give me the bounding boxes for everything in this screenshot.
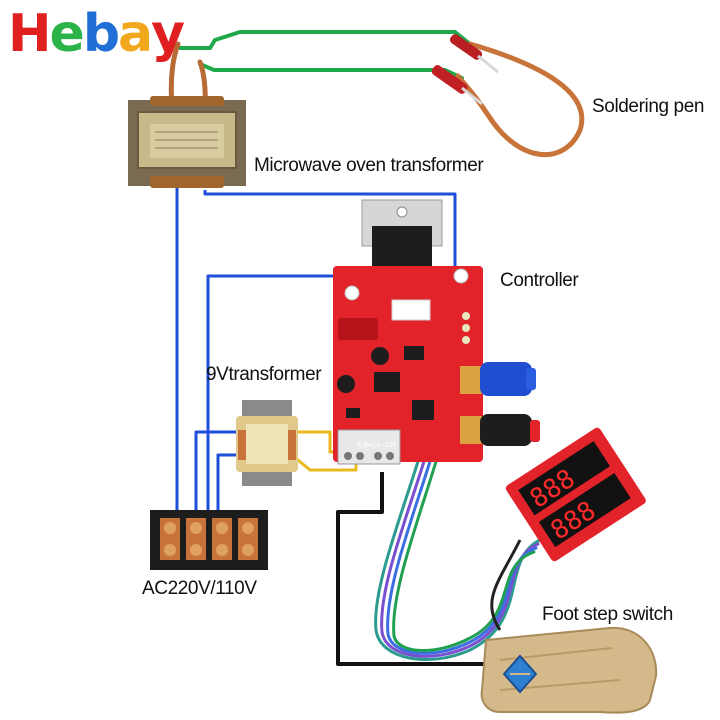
led-display-icon: 888 888	[505, 427, 646, 562]
logo-letter: a	[118, 4, 153, 64]
label-soldering-pen: Soldering pen	[592, 96, 705, 117]
foot-pedal-icon	[480, 626, 658, 714]
logo-letter: H	[8, 4, 52, 64]
label-9v-transformer: 9Vtransformer	[206, 364, 322, 385]
logo-letter: y	[151, 4, 185, 64]
blue-wires	[175, 186, 457, 520]
potentiometer-knob-icon	[460, 414, 540, 446]
ribbon-cable	[374, 453, 542, 661]
potentiometer-knob-icon	[460, 362, 536, 396]
logo-letter: e	[49, 4, 85, 64]
controller-board-icon	[333, 199, 483, 465]
microwave-transformer-icon	[128, 96, 246, 188]
brand-logo: Hebay	[8, 4, 185, 64]
label-controller: Controller	[500, 270, 579, 291]
label-foot-switch: Foot step switch	[542, 604, 673, 625]
black-wire	[336, 472, 488, 666]
soldering-pen-icon	[431, 34, 499, 106]
label-microwave-transformer: Microwave oven transformer	[254, 155, 484, 176]
display-cable	[490, 539, 522, 631]
terminal-label: 电源AC9~12V	[356, 441, 398, 449]
soldering-pen-cable	[455, 41, 585, 157]
transformer-icon	[236, 400, 298, 486]
green-wires	[178, 30, 472, 80]
terminal-block-icon	[150, 510, 268, 570]
logo-letter: b	[82, 4, 120, 64]
label-mains: AC220V/110V	[142, 578, 257, 599]
